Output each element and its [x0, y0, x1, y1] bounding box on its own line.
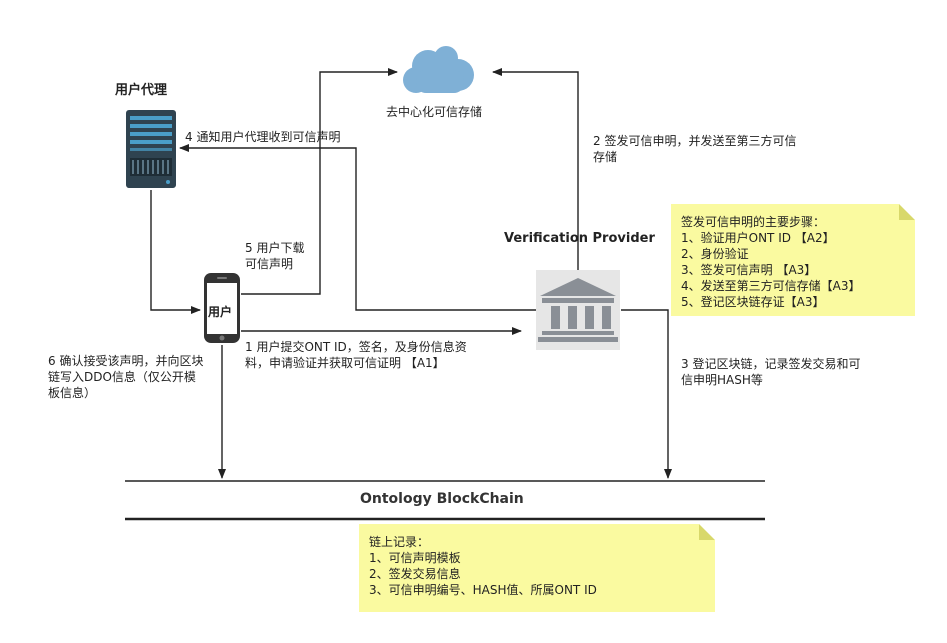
note-line: 3、签发可信声明 【A3】 — [681, 263, 817, 277]
chain-records-note: 链上记录： 1、可信声明模板 2、签发交易信息 3、可信申明编号、HASH值、所… — [359, 524, 715, 612]
step-5-label: 5 用户下载 可信声明 — [245, 241, 305, 271]
step-4-label: 4 通知用户代理收到可信声明 — [185, 130, 341, 144]
note-line: 5、登记区块链存证【A3】 — [681, 295, 825, 309]
cloud-label: 去中心化可信存储 — [386, 105, 483, 119]
flow-verifier-to-agent — [179, 144, 536, 311]
note-line: 2、身份验证 — [681, 247, 749, 261]
step-3-label: 3 登记区块链，记录签发交易和可 信申明HASH等 — [681, 357, 861, 387]
verifier-steps-note: 签发可信申明的主要步骤： 1、验证用户ONT ID 【A2】 2、身份验证 3、… — [671, 204, 915, 316]
note-fold — [699, 524, 715, 540]
note-fold — [899, 204, 915, 220]
step-6-label: 6 确认接受该声明，并向区块 链写入DDO信息（仅公开模 板信息） — [48, 354, 204, 400]
note-line: 1、可信声明模板 — [369, 551, 461, 565]
step-2-label: 2 签发可信申明，并发送至第三方可信 存储 — [593, 134, 797, 164]
cloud-icon — [403, 46, 474, 93]
flow-verifier-to-chain — [621, 309, 672, 479]
bank-icon — [536, 270, 620, 350]
note-line: 签发可信申明的主要步骤： — [681, 215, 826, 229]
note-line: 链上记录： — [369, 535, 430, 549]
flow-verifier-to-cloud — [492, 68, 579, 270]
note-line: 4、发送至第三方可信存储【A3】 — [681, 279, 861, 293]
note-line: 3、可信申明编号、HASH值、所属ONT ID — [369, 583, 597, 597]
server-icon — [126, 110, 176, 188]
phone-label: 用户 — [208, 305, 233, 319]
verifier-title: Verification Provider — [504, 231, 655, 246]
note-line: 1、验证用户ONT ID 【A2】 — [681, 231, 835, 245]
chain-title: Ontology BlockChain — [360, 491, 524, 507]
note-line: 2、签发交易信息 — [369, 567, 461, 581]
step-1-label: 1 用户提交ONT ID，签名，及身份信息资 料，申请验证并获取可信证明 【A1… — [245, 340, 467, 370]
agent-title: 用户代理 — [115, 83, 168, 98]
flow-agent-to-phone — [150, 190, 201, 314]
phone-icon — [204, 273, 240, 343]
flow-phone-to-cloud — [241, 68, 398, 295]
